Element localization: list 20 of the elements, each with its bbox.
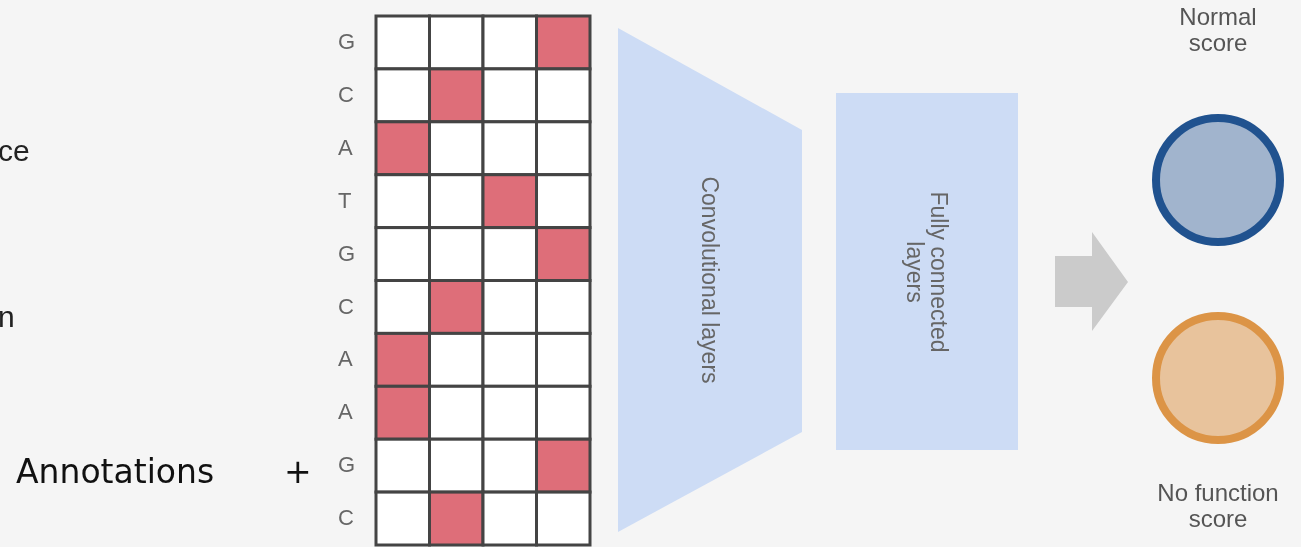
score-label: No function score [1156, 480, 1280, 533]
partial-text: ce [0, 136, 30, 166]
nucleotide-letter: G [338, 242, 356, 265]
input-label: Annotations [16, 455, 215, 488]
nucleotide-letter: G [338, 31, 356, 53]
layer-label: Convolutional layers [697, 176, 723, 384]
plus-sign: + [284, 455, 312, 488]
nucleotide-letter: G [338, 454, 356, 477]
partial-text: n [0, 302, 15, 332]
score-label: Normal score [1178, 4, 1258, 57]
nucleotide-letter: C [338, 507, 354, 530]
nucleotide-letter: C [338, 295, 354, 318]
nucleotide-letter: T [338, 189, 352, 212]
layer-label: Fully connected layers [902, 189, 952, 355]
layer-block [836, 93, 1018, 450]
nucleotide-letter: C [338, 83, 354, 106]
nucleotide-letter: A [338, 348, 353, 371]
nucleotide-letter: A [338, 401, 353, 424]
nucleotide-letter: A [338, 136, 353, 159]
convolutional-trapezoid [618, 28, 802, 532]
